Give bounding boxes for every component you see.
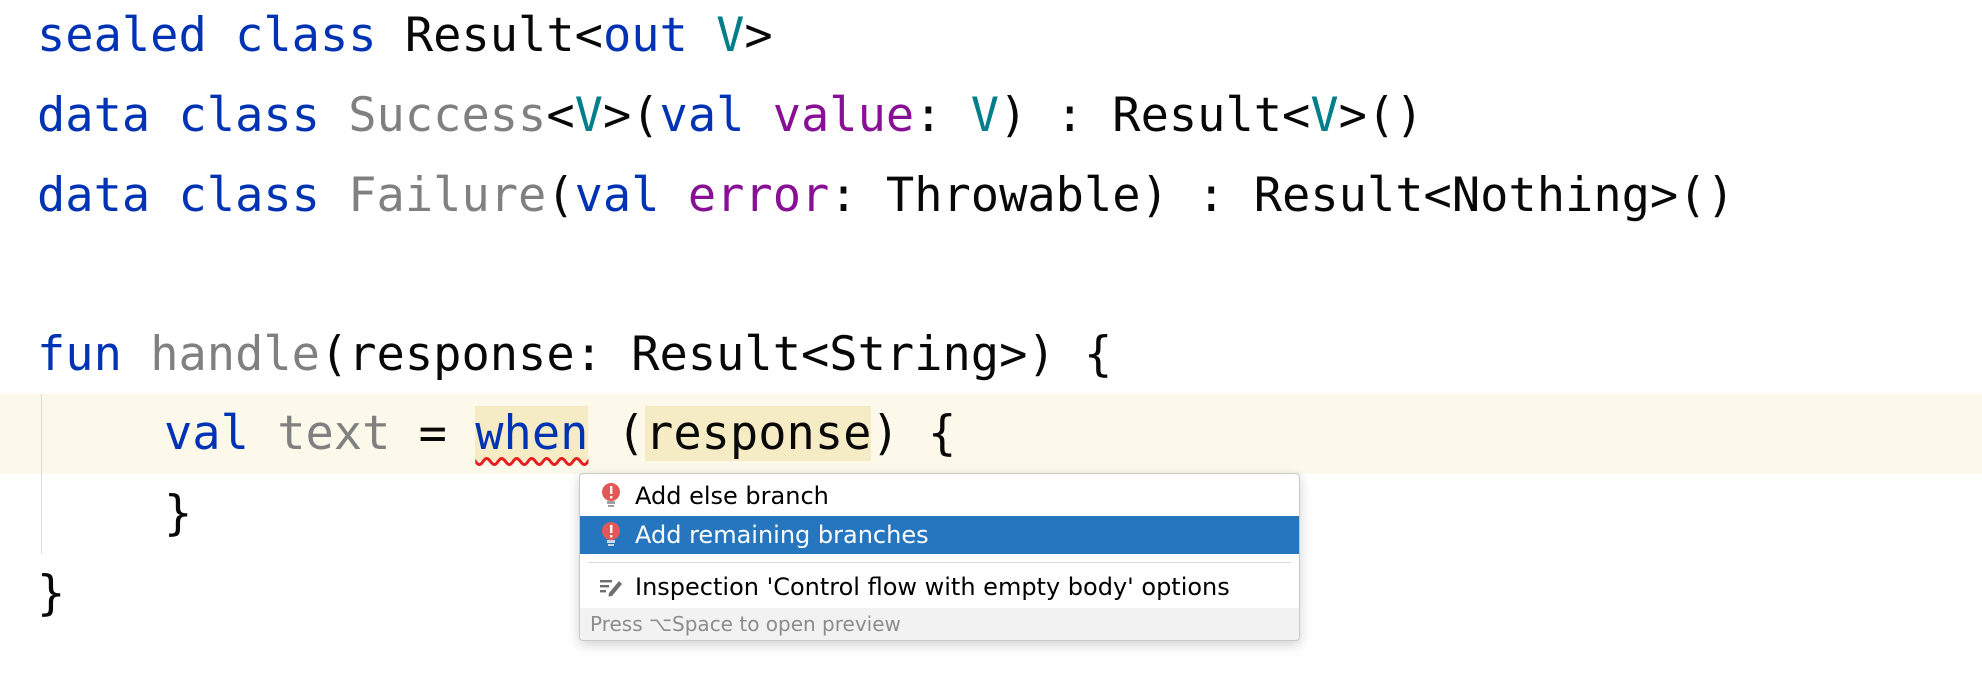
code-line-5[interactable]: fun handle(response: Result<String>) { <box>37 315 1112 395</box>
keyword: out <box>602 8 688 63</box>
code-line-2[interactable]: data class Success<V>(val value: V) : Re… <box>37 76 1424 156</box>
code-text: ) : Result< <box>999 88 1311 143</box>
punct: >( <box>602 88 660 143</box>
error-bulb-icon <box>597 482 625 510</box>
caret-row-highlight <box>0 394 1982 474</box>
error-bulb-icon <box>597 521 625 549</box>
keyword: sealed <box>37 8 207 63</box>
keyword: data <box>37 168 151 223</box>
code-line-3[interactable]: data class Failure(val error: Throwable)… <box>37 156 1735 236</box>
class-name: Failure <box>348 168 547 223</box>
code-line-8[interactable]: } <box>37 566 66 621</box>
property-name: error <box>687 168 830 223</box>
action-label: Add else branch <box>635 482 829 510</box>
when-keyword-error[interactable]: when <box>475 406 589 461</box>
punct: ( <box>546 168 575 223</box>
action-add-remaining-branches[interactable]: Add remaining branches <box>580 516 1299 554</box>
type-parameter: V <box>574 88 603 143</box>
code-line-1[interactable]: sealed class Result<out V> <box>37 0 773 76</box>
function-name: handle <box>150 327 320 382</box>
punct: > <box>744 8 773 63</box>
keyword: data <box>37 88 151 143</box>
keyword: val <box>659 88 745 143</box>
punct: ( <box>588 406 646 461</box>
type-parameter: V <box>716 8 745 63</box>
code-line-6[interactable]: val text = when (response) { <box>164 394 956 474</box>
type-parameter: V <box>1310 88 1339 143</box>
class-name: Success <box>348 88 547 143</box>
keyword: val <box>574 168 660 223</box>
punct: < <box>574 8 603 63</box>
code-text: (response: Result<String>) { <box>319 327 1113 382</box>
punct: < <box>546 88 575 143</box>
keyword: class <box>178 168 320 223</box>
edit-inspection-icon <box>597 573 625 601</box>
keyword: fun <box>37 327 122 382</box>
code-line-7[interactable]: } <box>164 486 193 541</box>
popup-footer-hint: Press ⌥Space to open preview <box>580 608 1299 640</box>
punct: : <box>914 88 971 143</box>
action-add-else-branch[interactable]: Add else branch <box>580 477 1299 515</box>
popup-separator <box>588 562 1291 563</box>
keyword: class <box>178 88 320 143</box>
keyword: val <box>164 406 249 461</box>
punct: >() <box>1338 88 1424 143</box>
property-name: value <box>772 88 915 143</box>
action-label: Inspection 'Control flow with empty body… <box>635 573 1230 601</box>
action-label: Add remaining branches <box>635 521 929 549</box>
type-parameter: V <box>970 88 1000 143</box>
variable-name: text <box>277 406 391 461</box>
code-text: : Throwable) : Result<Nothing>() <box>829 168 1735 223</box>
when-subject: response <box>645 406 872 461</box>
indent-guide <box>41 394 42 554</box>
code-text: ) { <box>871 406 957 461</box>
class-name: Result <box>404 8 575 63</box>
action-inspection-options[interactable]: Inspection 'Control flow with empty body… <box>580 568 1299 606</box>
keyword: class <box>235 8 377 63</box>
punct: = <box>390 406 476 461</box>
intention-actions-popup: Add else branch Add remaining branches <box>579 473 1300 641</box>
